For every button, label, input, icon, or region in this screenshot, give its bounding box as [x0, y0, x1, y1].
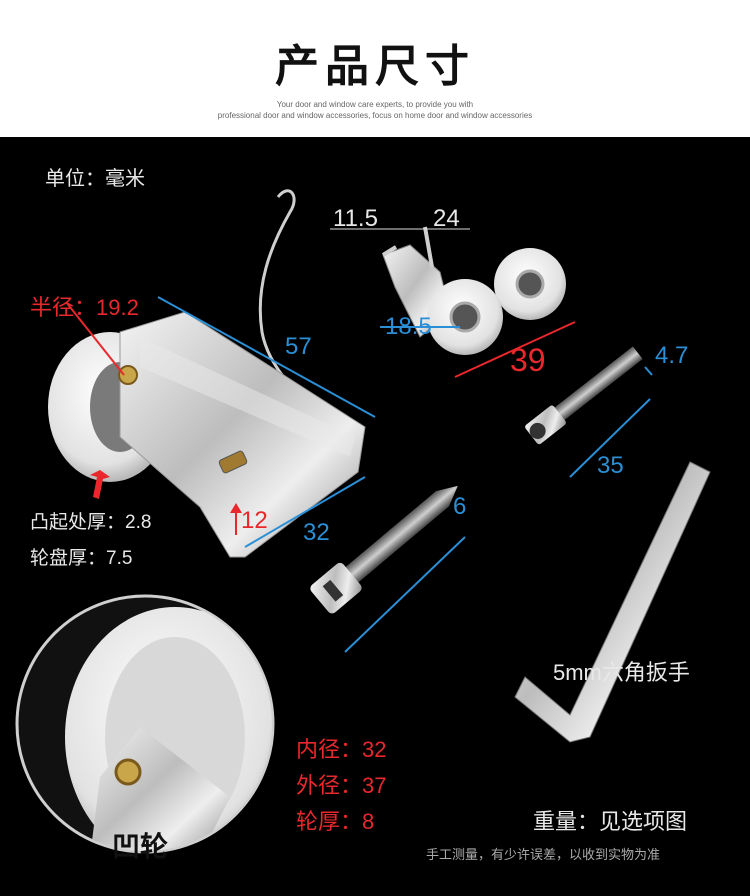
- hex-wrench: [514, 461, 711, 743]
- inner-diameter-label: 内径：32: [296, 737, 387, 762]
- disc-thickness-label: 轮盘厚：7.5: [30, 548, 133, 569]
- dim-35-label: 35: [597, 452, 624, 479]
- weight-label: 重量：见选项图: [533, 809, 688, 834]
- brass-axle: [118, 365, 138, 385]
- radius-pointer-line: [65, 301, 125, 376]
- dim-18-5-label: 18.5: [385, 313, 432, 340]
- machine-screw: [525, 346, 643, 445]
- subtitle-line-1: Your door and window care experts, to pr…: [276, 100, 474, 109]
- radius-label: 半径：19.2: [30, 295, 139, 320]
- dim-39-label: 39: [510, 342, 546, 378]
- outer-diameter-label: 外径：37: [296, 773, 387, 798]
- protrusion-thickness-label: 凸起处厚：2.8: [30, 512, 152, 533]
- dim-12-label: 12: [241, 507, 268, 534]
- dim-11-5-label: 11.5: [333, 205, 378, 232]
- concave-wheel-label: 凹轮: [112, 831, 169, 862]
- dim-57-line: [157, 296, 376, 418]
- dim-6-label: 6: [453, 493, 467, 520]
- subtitle-line-2: professional door and window accessories…: [217, 111, 533, 120]
- protrusion-arrow: [90, 470, 110, 499]
- header: 产品尺寸 Your door and window care experts, …: [0, 0, 750, 135]
- wrench-label: 5mm六角扳手: [553, 660, 690, 685]
- product-illustration: [15, 189, 711, 854]
- dim-35-line: [569, 398, 651, 478]
- dim-6-line: [344, 536, 466, 653]
- dim-39-line: [454, 321, 576, 378]
- disclaimer-text: 手工测量，有少许误差，以收到实物为准: [426, 847, 661, 862]
- zoom-brass-axle: [114, 758, 142, 786]
- housing-slot: [218, 450, 248, 474]
- page-title: 产品尺寸: [275, 41, 475, 92]
- dim-57-label: 57: [285, 333, 312, 360]
- dim-32-line: [244, 476, 366, 548]
- dim-32-label: 32: [303, 519, 330, 546]
- wood-screw: [310, 485, 458, 614]
- dim-4-7-label: 4.7: [655, 342, 689, 369]
- unit-label: 单位：毫米: [45, 168, 145, 190]
- wheel-thickness-label: 轮厚：8: [296, 809, 375, 834]
- product-dimension-panel: 单位：毫米 半径：19.2 57 11.5 24 18.5 39 4.7 35 …: [0, 137, 750, 896]
- dim-24-label: 24: [433, 205, 460, 232]
